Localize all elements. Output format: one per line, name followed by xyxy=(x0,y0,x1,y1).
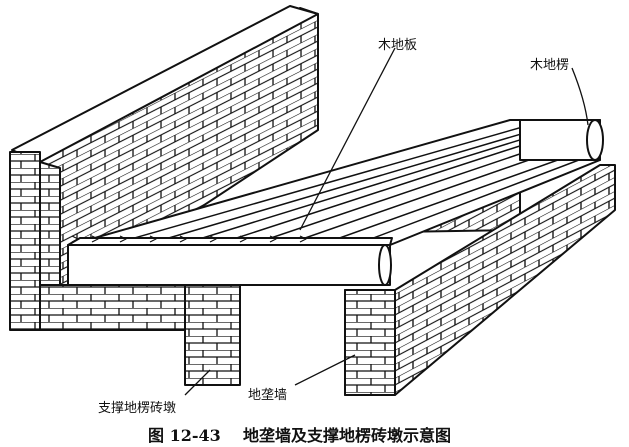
front-wall-left xyxy=(39,284,191,331)
left-wall xyxy=(9,151,41,331)
board-end-marks xyxy=(71,235,307,243)
wood-joist-front xyxy=(67,244,391,286)
label-sleeper-wall: 地垄墙 xyxy=(248,388,288,403)
leader-lines xyxy=(184,47,589,396)
figure-number: 图 12-43 xyxy=(148,426,221,445)
label-wood-floor: 木地板 xyxy=(378,38,418,53)
sleeper-wall-end xyxy=(344,289,396,396)
label-brick-pier: 支撑地楞砖墩 xyxy=(98,401,177,416)
wood-joist-front-end xyxy=(378,244,392,286)
label-wood-joist: 木地楞 xyxy=(530,58,570,73)
figure-title: 地垄墙及支撑地楞砖墩示意图 xyxy=(243,426,452,445)
wood-joist-front-top xyxy=(67,237,393,246)
wood-joist-back xyxy=(519,119,601,161)
wood-joist-back-end xyxy=(586,119,604,161)
brick-pier xyxy=(184,284,241,386)
figure-caption: 图 12-43 地垄墙及支撑地楞砖墩示意图 xyxy=(148,422,451,446)
